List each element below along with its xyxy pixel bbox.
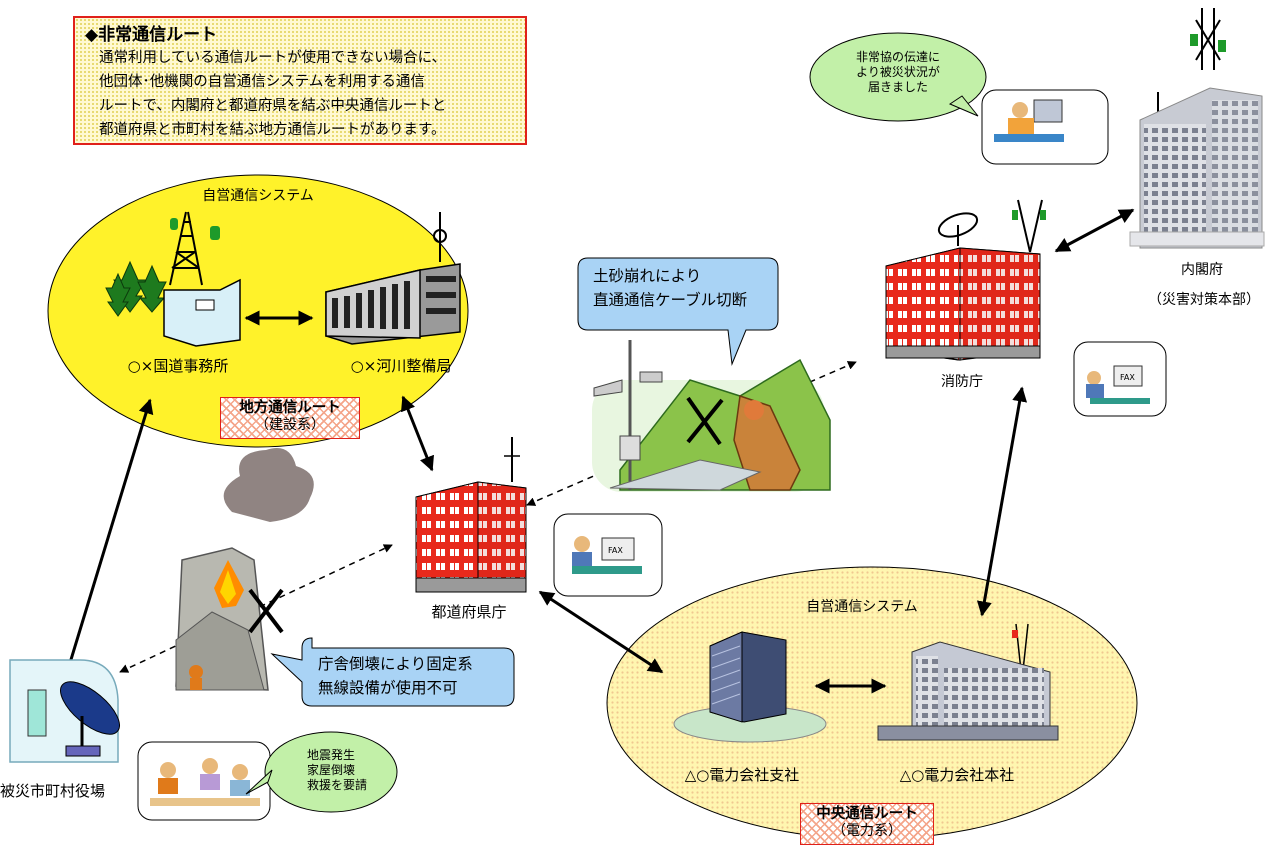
power-branch-label: △○電力会社支社	[684, 766, 800, 784]
regional-route-tag: 地方通信ルート （建設系）	[220, 397, 360, 439]
cabinet-office-sublabel: （災害対策本部）	[1148, 292, 1260, 308]
kasen-office-icon	[325, 212, 461, 345]
arrow-kokudo-municipality	[62, 398, 154, 678]
central-route-tag: 中央通信ルート （電力系）	[800, 803, 934, 845]
explanation-note: ◆非常通信ルート 通常利用している通信ルートが使用できない場合に、 他団体･他機…	[73, 16, 527, 145]
fire-fax-panel: FAX	[1073, 341, 1167, 417]
landslide-callout-text: 土砂崩れにより 直通通信ケーブル切断	[593, 267, 748, 309]
central-route-type: （電力系）	[832, 823, 902, 839]
regional-route-name: 地方通信ルート	[239, 400, 341, 416]
power-head-building-icon	[877, 623, 1059, 741]
arrow-fire-cabinet	[1054, 208, 1135, 253]
collapse-callout-shape	[270, 637, 515, 707]
connection-arrows	[62, 208, 1135, 694]
arrow-prefecture-branch	[538, 590, 664, 674]
municipality-label: 被災市町村役場	[0, 782, 106, 800]
regional-system-label: 自営通信システム	[202, 188, 314, 204]
arrow-kasen-prefecture	[401, 395, 434, 472]
regional-route-type: （建設系）	[255, 417, 325, 433]
cabinet-speech-bubble	[809, 32, 987, 122]
prefecture-fax-panel: FAX	[553, 513, 663, 597]
power-head-label: △○電力会社本社	[899, 766, 1015, 784]
note-body: 通常利用している通信ルートが使用できない場合に、 他団体･他機関の自営通信システ…	[99, 50, 447, 138]
cabinet-worker-panel	[981, 89, 1109, 165]
municipality-dish-icon	[9, 659, 120, 763]
kokudo-office-label: ○×国道事務所	[127, 357, 229, 375]
kokudo-office-icon	[105, 211, 241, 347]
landslide-scene-icon	[592, 340, 831, 492]
municipality-staff-panel	[137, 741, 271, 821]
central-system-label: 自営通信システム	[806, 599, 918, 615]
svg-text:FAX: FAX	[1120, 373, 1135, 382]
arrow-head-fire	[976, 386, 1028, 617]
prefecture-building-icon	[415, 437, 527, 593]
kasen-office-label: ○×河川整備局	[350, 357, 452, 375]
fire-agency-label: 消防庁	[941, 374, 983, 390]
cabinet-bubble-text: 非常協の伝達に より被災状況が 届きました	[855, 50, 941, 94]
central-route-name: 中央通信ルート	[816, 806, 918, 822]
svg-text:FAX: FAX	[608, 546, 623, 555]
fire-agency-building-icon	[885, 199, 1046, 361]
municipality-bubble-text: 地震発生 家屋倒壊 救援を要請	[307, 748, 368, 792]
landslide-callout-shape	[577, 257, 779, 366]
collapsed-building-icon	[175, 448, 314, 691]
power-branch-building-icon	[673, 631, 827, 743]
cabinet-office-label: 内閣府	[1181, 262, 1223, 278]
prefecture-label: 都道府県庁	[431, 603, 507, 621]
cabinet-building-icon	[1129, 8, 1265, 249]
note-title: ◆非常通信ルート	[85, 25, 218, 45]
collapse-callout-text: 庁舎倒壊により固定系 無線設備が使用不可	[318, 655, 473, 697]
municipality-speech-bubble	[245, 731, 398, 813]
